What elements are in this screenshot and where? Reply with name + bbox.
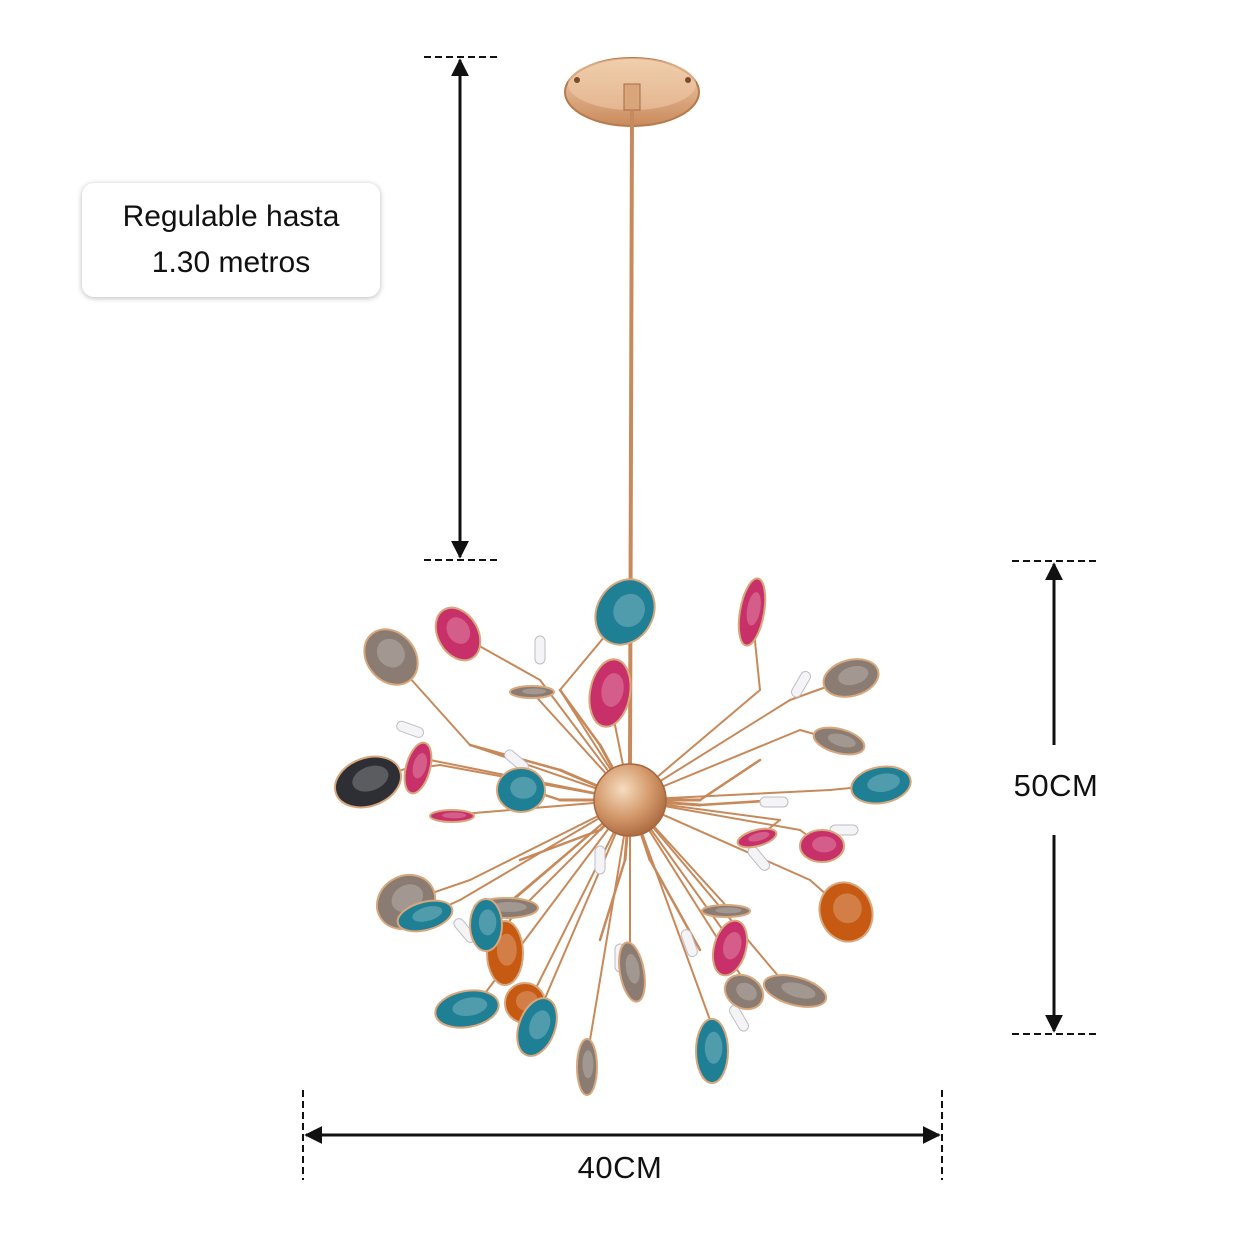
agate-leaf [363, 628, 419, 686]
adjustable-height-callout: Regulable hasta 1.30 metros [82, 183, 380, 297]
branch-stem [589, 799, 631, 1041]
bulb [829, 824, 859, 836]
agate-leaf [762, 974, 828, 1008]
agate-leaf [434, 989, 500, 1029]
agate-leaf [429, 809, 475, 823]
agate-leaf [516, 997, 558, 1057]
bulb [791, 670, 811, 698]
agate-leaf [618, 941, 646, 1003]
agate-leaf [711, 919, 749, 977]
bulb [759, 796, 789, 808]
bulb [594, 845, 606, 875]
branch-stem [629, 799, 711, 1021]
agate-leaves [334, 577, 912, 1096]
agate-leaf [434, 606, 482, 662]
agate-leaf [334, 755, 402, 809]
agate-leaf [496, 767, 546, 813]
branch-stem [539, 799, 631, 1011]
agate-leaf [737, 577, 767, 647]
branch-stem [629, 799, 791, 991]
agate-leaf [588, 658, 632, 728]
agate-leaf [799, 829, 845, 863]
bulb [729, 1004, 749, 1032]
width-label: 40CM [560, 1150, 680, 1186]
agate-leaf [594, 578, 656, 646]
height-label: 50CM [1000, 768, 1112, 804]
callout-line-2: 1.30 metros [151, 246, 311, 279]
bulb [534, 635, 546, 665]
height-dimension [1012, 560, 1098, 1035]
bulb [747, 846, 770, 871]
agate-leaf [818, 881, 874, 943]
agate-leaf [396, 899, 454, 933]
bulb [680, 929, 698, 958]
branch-stem [698, 758, 762, 802]
agate-leaf [695, 1018, 729, 1084]
agate-leaf [822, 658, 880, 698]
ceiling-canopy [564, 57, 700, 127]
agate-leaf [812, 726, 866, 756]
agate-leaf [723, 973, 765, 1011]
agate-leaf [469, 898, 503, 952]
agate-leaf [850, 765, 912, 805]
agate-leaf [403, 741, 433, 795]
width-dimension [302, 1090, 943, 1180]
branch-stem [529, 799, 631, 1001]
central-hub [593, 763, 667, 837]
branch-stem [518, 828, 602, 862]
agate-leaf [576, 1038, 598, 1096]
callout-line-1: Regulable hasta [122, 200, 340, 233]
bulb [396, 720, 425, 738]
suspension-rod [628, 109, 634, 771]
adjustable-height-dimension [424, 56, 500, 561]
agate-leaf [736, 827, 778, 849]
agate-leaf [701, 904, 751, 918]
agate-leaf [509, 685, 555, 699]
